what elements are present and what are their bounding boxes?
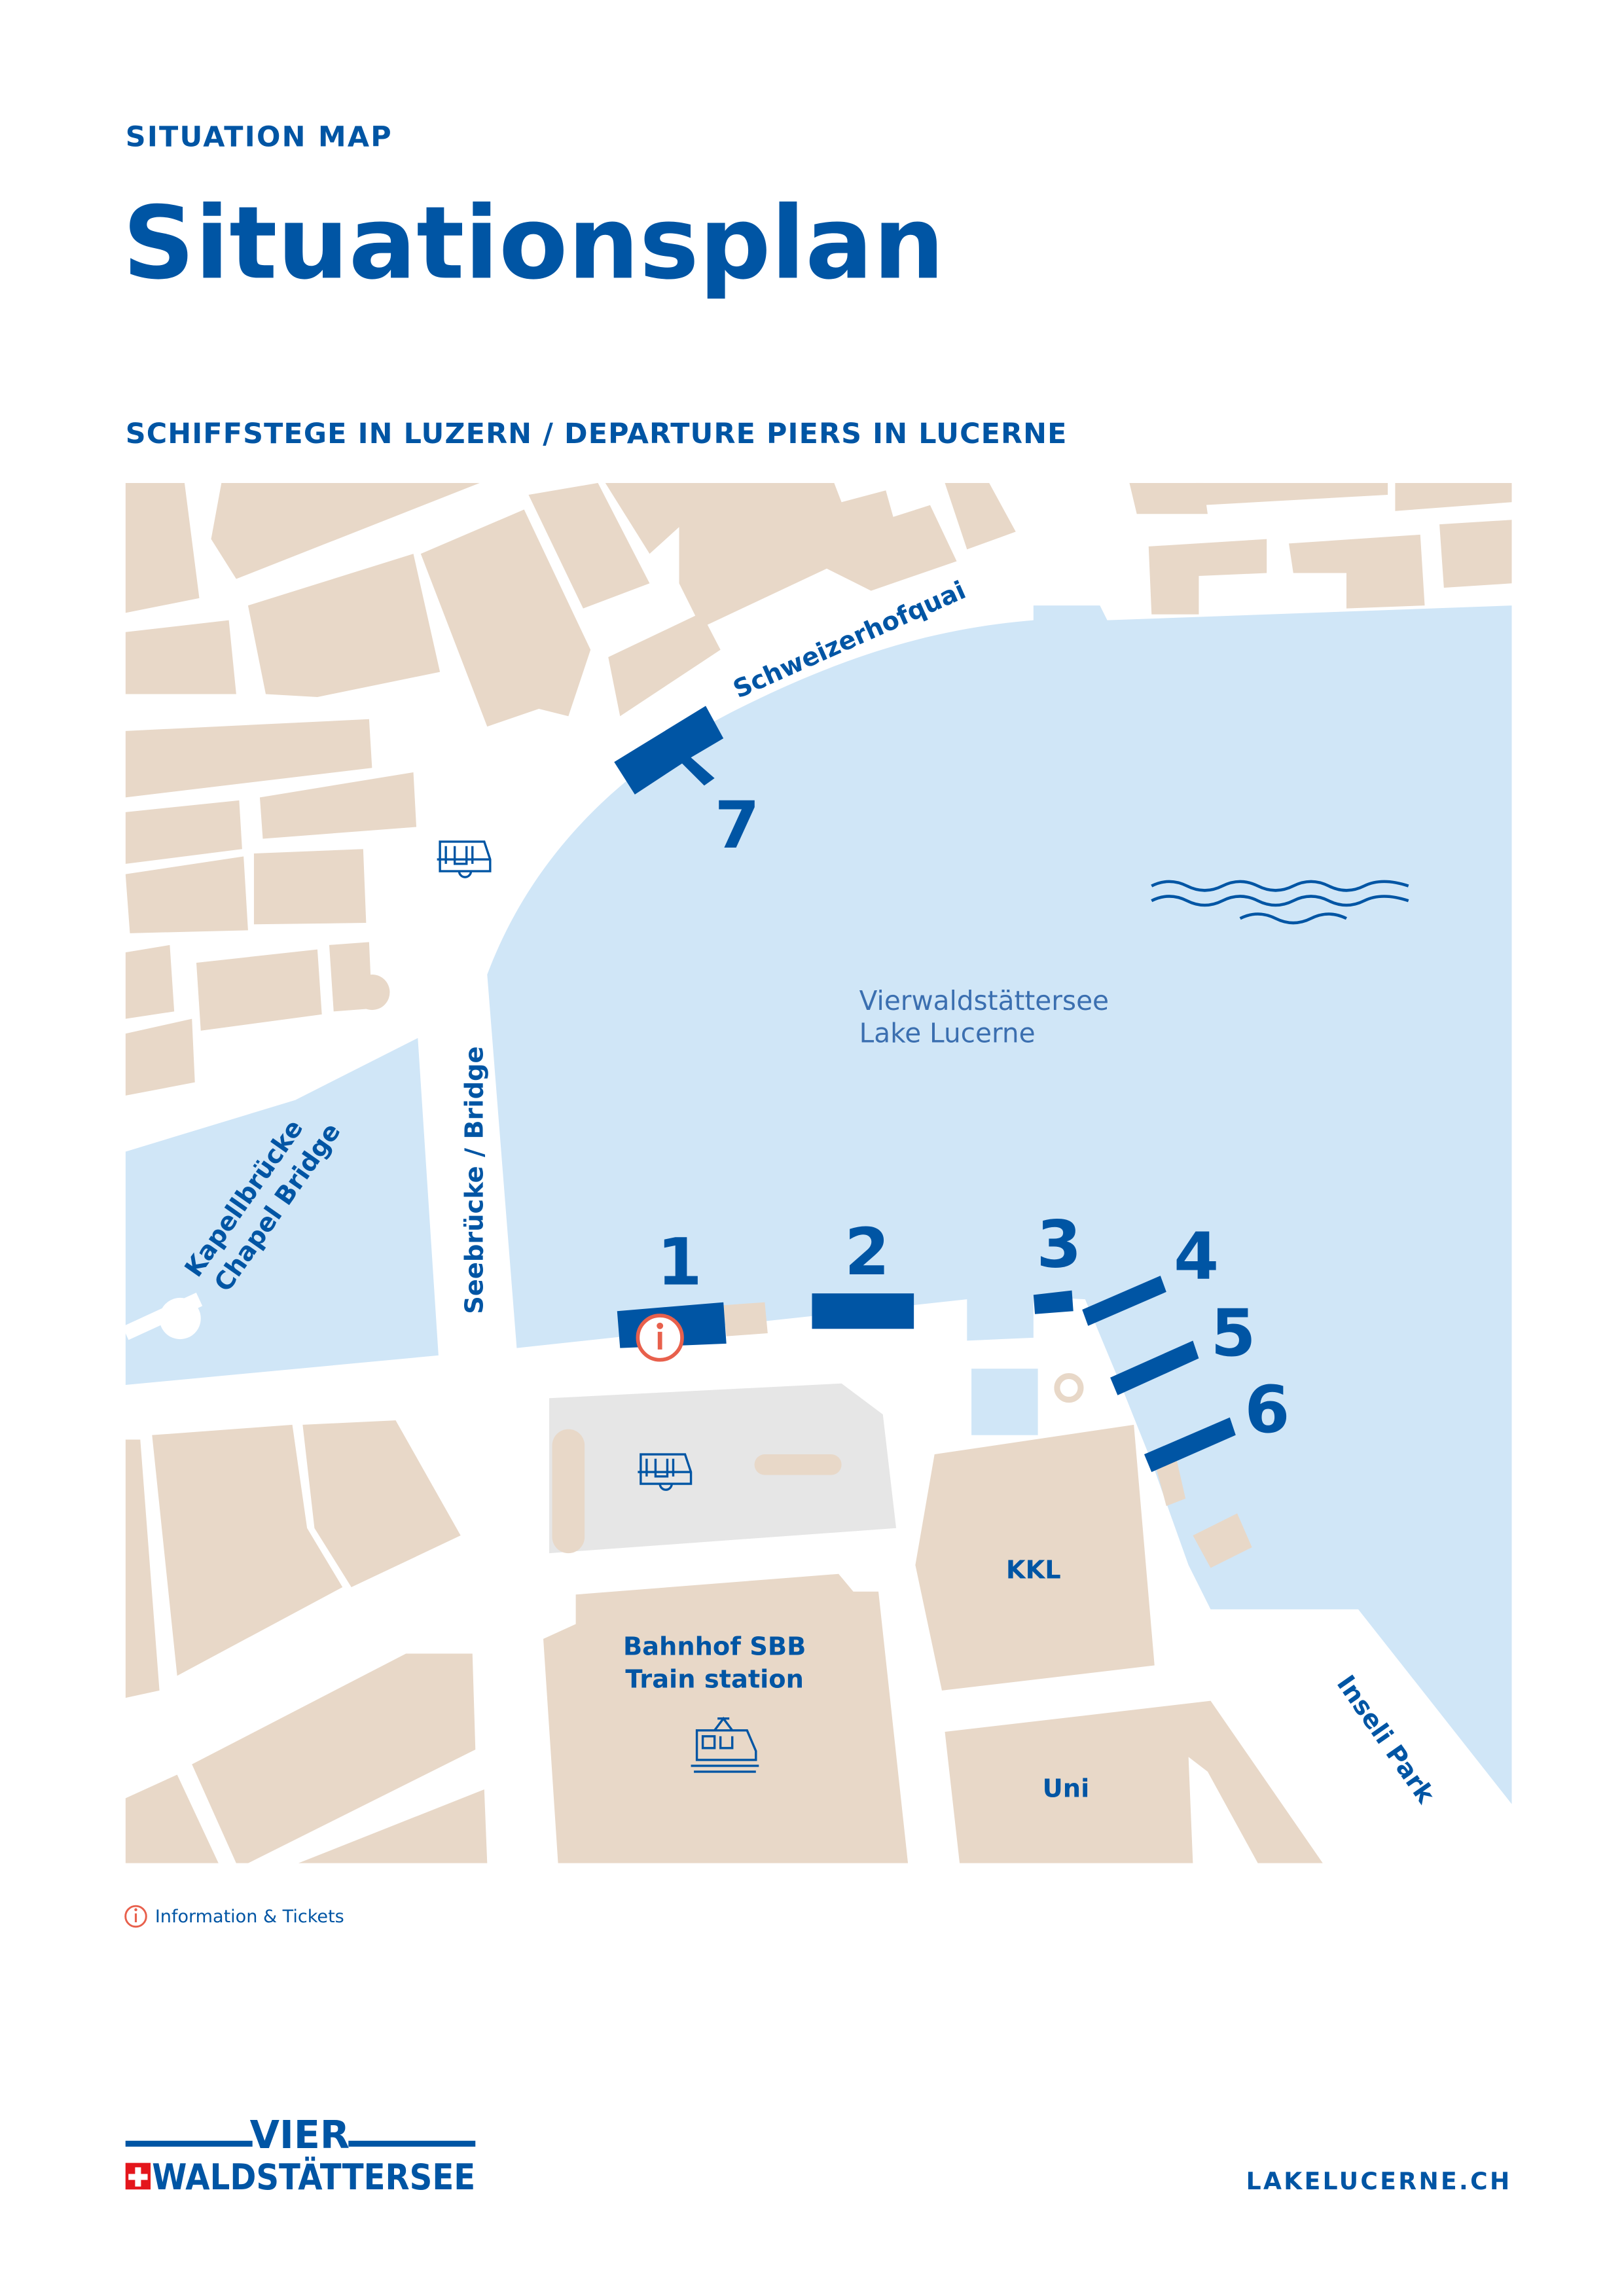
subtitle: SCHIFFSTEGE IN LUZERN / DEPARTURE PIERS … [126, 418, 1068, 450]
pier-5 [1110, 1340, 1199, 1395]
bus-icon [638, 1453, 693, 1491]
lake-name-en: Lake Lucerne [859, 1018, 1036, 1049]
station-plaza [549, 1383, 897, 1554]
river [125, 1037, 439, 1386]
legend: Information & Tickets [124, 1905, 344, 1928]
basin [971, 1369, 1038, 1435]
pier-label-5: 5 [1210, 1296, 1255, 1371]
website-link[interactable]: LAKELUCERNE.CH [1246, 2168, 1512, 2195]
station-name-en: Train station [625, 1664, 804, 1694]
pier-label-6: 6 [1244, 1372, 1290, 1448]
kicker: SITUATION MAP [126, 121, 393, 154]
info-icon [124, 1905, 147, 1928]
pier-label-4: 4 [1174, 1219, 1219, 1295]
pier-label-3: 3 [1036, 1208, 1081, 1283]
pier-label-1: 1 [657, 1225, 702, 1300]
train-icon [691, 1716, 759, 1773]
logo[interactable]: VIER WALDSTÄTTERSEE [125, 2113, 476, 2198]
map[interactable]: 1 2 3 4 5 6 7 Schweizerhofquai Seebrücke… [122, 482, 1512, 1863]
legend-info-label: Information & Tickets [155, 1907, 344, 1927]
bus-icon [437, 840, 492, 878]
lake-name-de: Vierwaldstättersee [859, 985, 1109, 1016]
buildings [125, 482, 1512, 1863]
pier-label-2: 2 [844, 1215, 890, 1290]
street-seebruecke: Seebrücke / Bridge [460, 1047, 490, 1314]
pier-7 [614, 706, 724, 795]
waves-icon [1151, 880, 1409, 925]
pier-label-7: 7 [715, 788, 760, 863]
pier-3 [1033, 1290, 1074, 1314]
kkl-label: KKL [1006, 1555, 1061, 1585]
pier-2 [812, 1293, 914, 1329]
pier-6 [1144, 1417, 1236, 1473]
logo-line1: VIER [250, 2113, 350, 2157]
pier-4 [1082, 1276, 1166, 1326]
page-title: Situationsplan [122, 185, 945, 302]
logo-line2: WALDSTÄTTERSEE [152, 2157, 475, 2198]
uni-label: Uni [1043, 1774, 1090, 1803]
info-icon[interactable] [636, 1314, 684, 1362]
lake [487, 605, 1512, 1804]
station-name-de: Bahnhof SBB [623, 1632, 806, 1662]
